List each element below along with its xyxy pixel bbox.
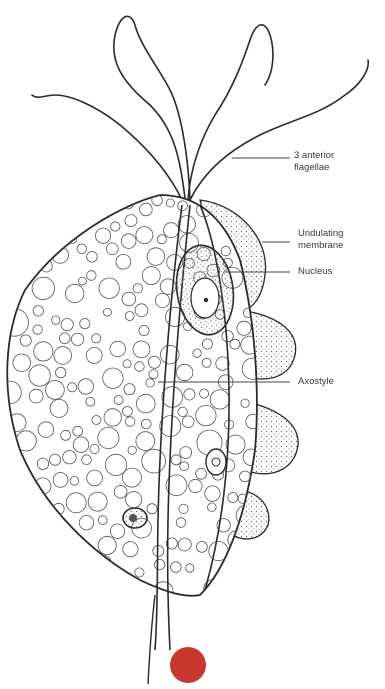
- vacuole: [7, 550, 28, 571]
- vacuole: [77, 550, 93, 566]
- vacuole: [42, 542, 52, 552]
- vacuole: [27, 574, 45, 592]
- vacuole: [245, 562, 260, 577]
- vacuole: [10, 522, 22, 534]
- flagellum-1: [114, 16, 190, 200]
- vacuole: [93, 555, 112, 574]
- vacuole: [241, 580, 257, 596]
- vacuole: [7, 454, 23, 470]
- vacuole: [61, 542, 76, 557]
- vacuole: [30, 524, 49, 543]
- label-membrane-line1: Undulating: [298, 228, 343, 240]
- label-flagellae: 3 anterior flagellae: [294, 150, 334, 174]
- vacuole: [69, 209, 88, 228]
- vacuole: [18, 196, 28, 206]
- vacuole: [19, 481, 29, 491]
- vacuole: [1, 489, 22, 510]
- vacuole: [7, 272, 16, 281]
- vacuole: [25, 252, 35, 262]
- label-membrane-line2: membrane: [298, 240, 343, 252]
- vacuole: [19, 274, 29, 284]
- posterior-tail: [148, 595, 155, 684]
- label-flagellae-line1: 3 anterior: [294, 150, 334, 162]
- vacuole: [43, 209, 64, 230]
- vacuole: [237, 195, 249, 207]
- vacuole: [30, 503, 51, 524]
- vacuole: [59, 586, 71, 598]
- vacuole: [3, 578, 20, 595]
- vacuole: [6, 205, 20, 219]
- food-vacuole-1: [206, 449, 226, 475]
- flagellum-3: [32, 95, 182, 200]
- vacuole: [50, 197, 58, 205]
- label-nucleus: Nucleus: [298, 266, 332, 278]
- vacuole: [8, 292, 18, 302]
- vacuole: [10, 224, 19, 233]
- label-undulating-membrane: Undulating membrane: [298, 228, 343, 252]
- vacuole: [221, 568, 234, 581]
- vacuole: [24, 543, 35, 554]
- vacuole: [45, 582, 59, 596]
- food-vacuole-2: [123, 508, 147, 528]
- vacuole: [32, 555, 50, 573]
- label-axostyle: Axostyle: [298, 376, 334, 388]
- vacuole: [71, 574, 79, 582]
- vacuole: [22, 236, 36, 250]
- flagellum-4: [190, 60, 368, 200]
- vacuole: [87, 207, 96, 216]
- flagellum-2: [188, 25, 273, 200]
- vacuole: [7, 252, 25, 270]
- vacuole: [20, 216, 33, 229]
- vacuole: [59, 567, 72, 580]
- red-marker-dot: [170, 647, 206, 683]
- vacuole: [78, 590, 86, 598]
- label-flagellae-line2: flagellae: [294, 162, 334, 174]
- vacuole: [242, 547, 253, 558]
